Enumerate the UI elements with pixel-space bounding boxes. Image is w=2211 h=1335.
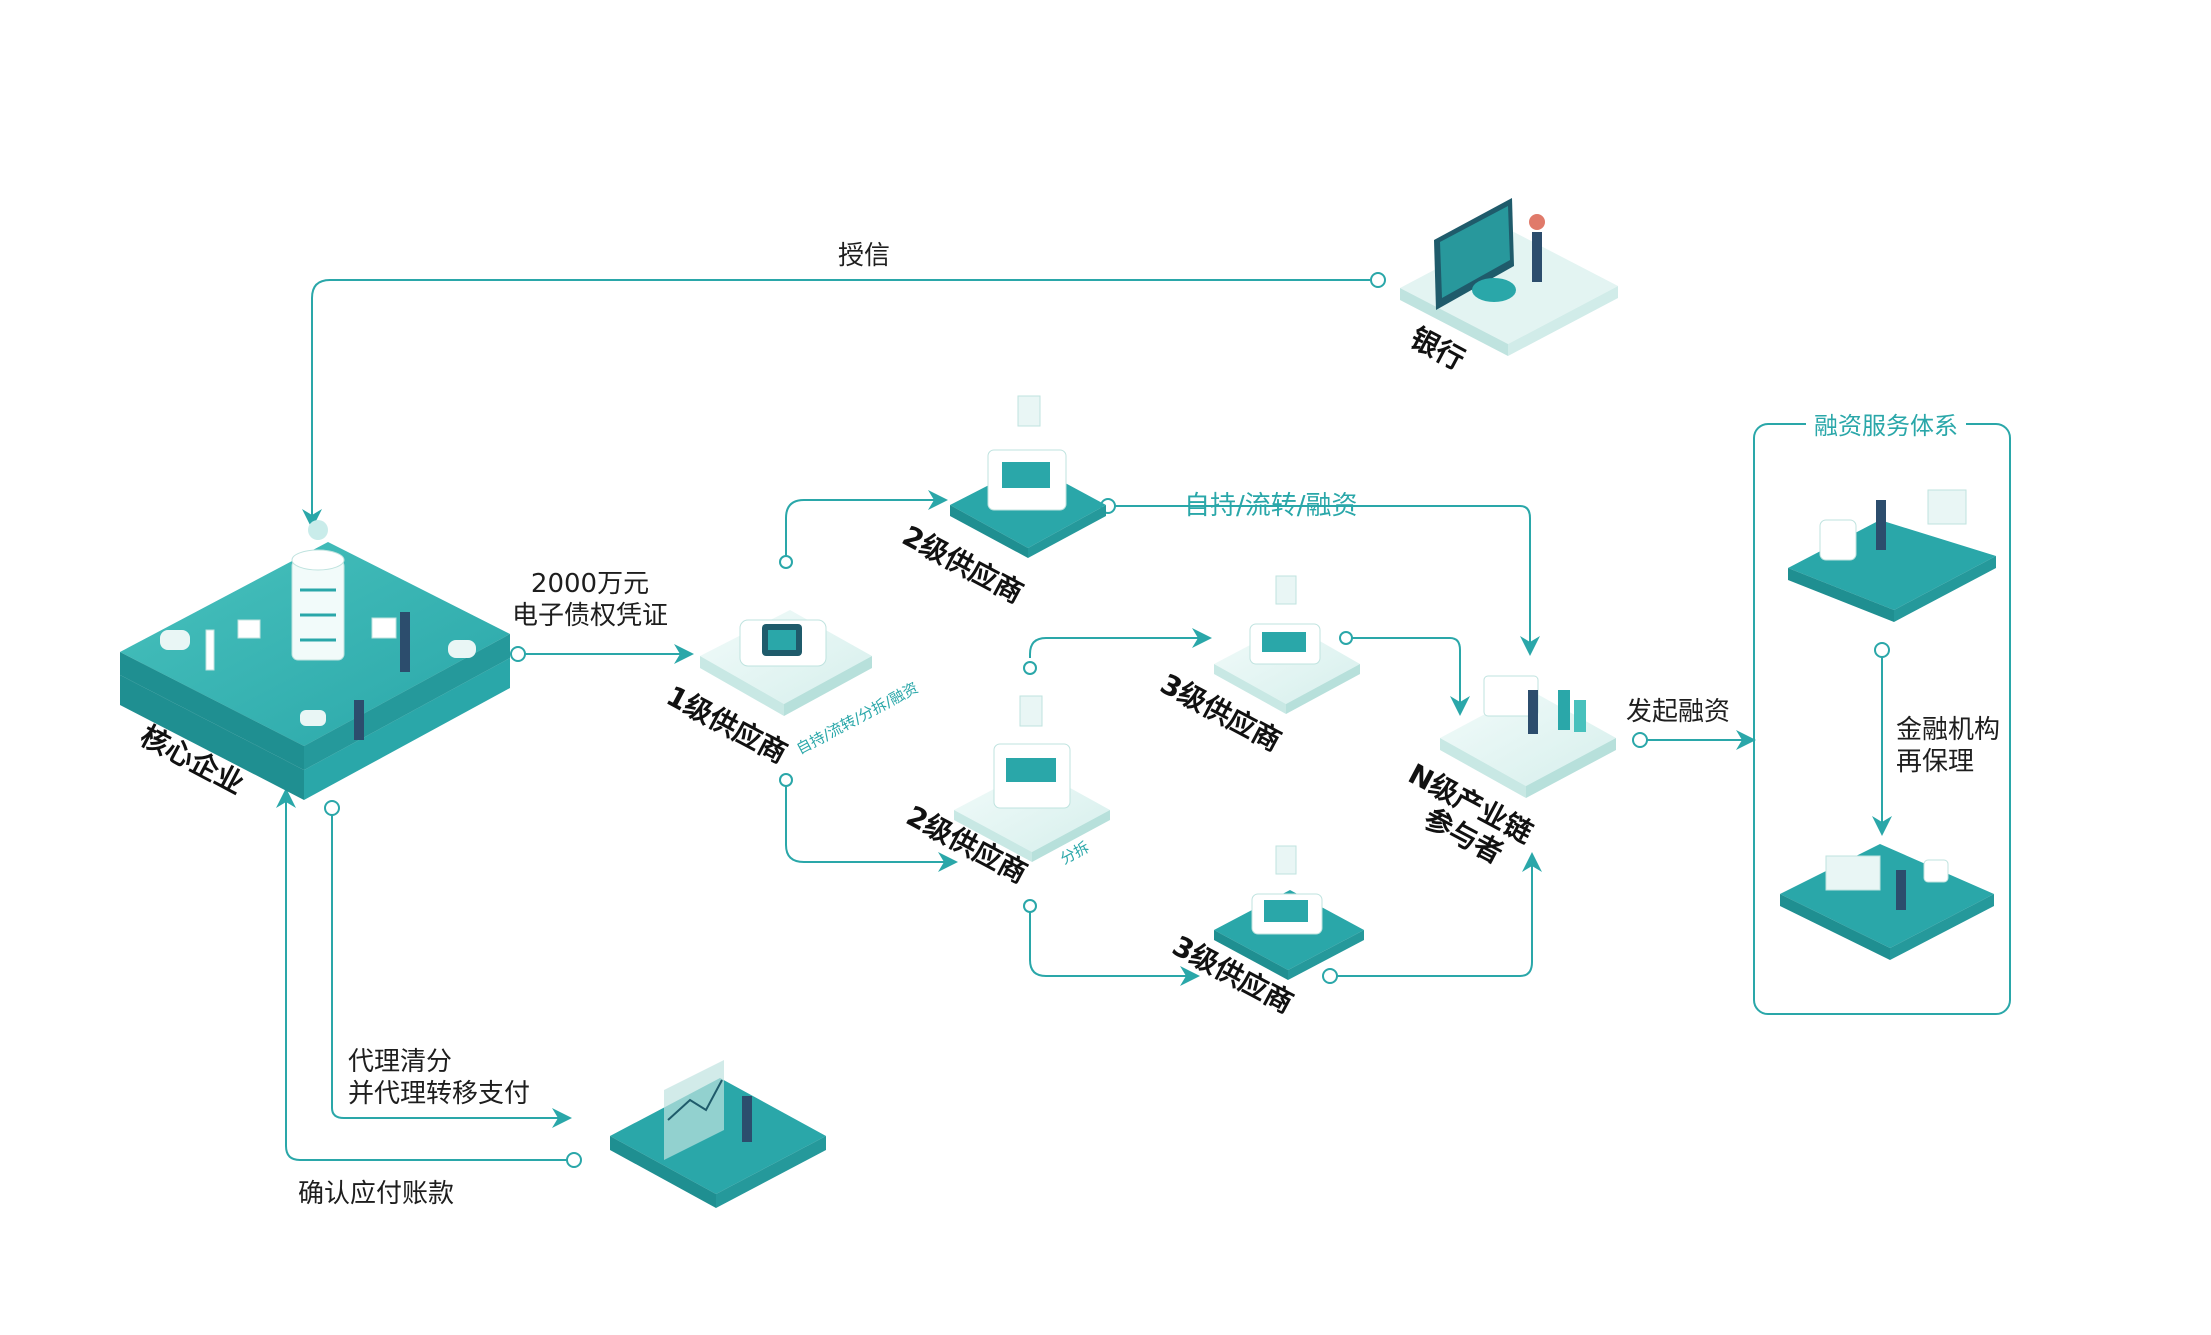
edge-s1-s2b	[785, 782, 958, 872]
refactor-label: 金融机构 再保理	[1896, 714, 2000, 778]
edge-s1-s2a	[785, 490, 948, 558]
service-bottom-platform	[1780, 844, 1994, 960]
edge-s2b-s3b	[1029, 910, 1200, 986]
service-top-platform	[1788, 489, 1996, 622]
s1-platform	[700, 610, 872, 716]
bank-platform	[1400, 198, 1618, 356]
nchain-platform	[1440, 675, 1616, 798]
confirm-label: 确认应付账款	[298, 1179, 455, 1209]
edge-s3a-n	[1346, 637, 1470, 716]
credit-label: 授信	[838, 241, 891, 271]
self-hold-label: 自持/流转/融资	[1184, 491, 1358, 521]
edge-s2b-s3a	[1029, 628, 1212, 658]
voucher-line2: 电子债权凭证	[511, 601, 668, 631]
s3a-platform	[1214, 575, 1360, 714]
edge-confirm	[276, 788, 568, 1161]
edge-s2a-n	[1114, 505, 1540, 656]
agent-line1: 代理清分	[348, 1047, 453, 1077]
edge-credit	[302, 279, 1370, 529]
refactor-line2: 再保理	[1896, 747, 1975, 777]
initiate-label: 发起融资	[1626, 697, 1731, 727]
agent-platform	[610, 1060, 826, 1208]
refactor-line1: 金融机构	[1896, 715, 2001, 745]
connectors	[276, 272, 1892, 1168]
edge-s3b-n	[1336, 852, 1542, 977]
agent-line2: 并代理转移支付	[348, 1079, 531, 1109]
voucher-line1: 2000万元	[530, 569, 650, 599]
s2b-platform	[954, 695, 1110, 862]
s2a-platform	[950, 395, 1106, 558]
voucher-label: 2000万元 电子债权凭证	[510, 568, 670, 632]
edge-agent	[331, 814, 572, 1128]
s3b-platform	[1214, 845, 1364, 980]
agent-label: 代理清分 并代理转移支付	[348, 1046, 530, 1110]
core-platform	[120, 520, 510, 800]
service-box-title: 融资服务体系	[1806, 406, 1966, 441]
